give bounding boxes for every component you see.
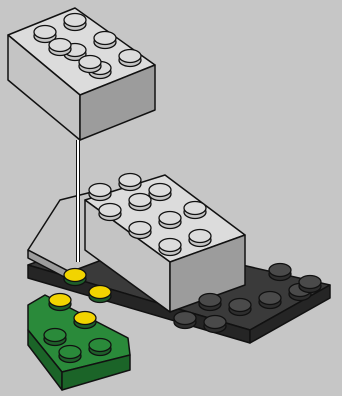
grey-stud <box>129 194 151 211</box>
stud-top <box>229 299 251 312</box>
stud-top <box>149 184 171 197</box>
stud-top <box>74 312 96 325</box>
grey-stud <box>129 222 151 239</box>
stud-top <box>99 204 121 217</box>
dark-stud <box>229 299 251 316</box>
highlighted-stud <box>89 286 111 303</box>
grey-stud <box>159 212 181 229</box>
stud-top <box>184 202 206 215</box>
green-stud <box>89 339 111 356</box>
grey-stud <box>89 184 111 201</box>
stud-top <box>204 316 226 329</box>
dark-stud <box>174 312 196 329</box>
dark-stud <box>204 316 226 333</box>
stud-top <box>79 56 101 69</box>
highlighted-stud <box>49 294 71 311</box>
grey-stud <box>49 39 71 56</box>
dark-stud <box>199 294 221 311</box>
stud-top <box>159 212 181 225</box>
stud-top <box>49 39 71 52</box>
stud-top <box>159 239 181 252</box>
green-stud <box>44 329 66 346</box>
stud-top <box>64 269 86 282</box>
grey-stud <box>79 56 101 73</box>
grey-stud <box>94 32 116 49</box>
green-stud <box>59 346 81 363</box>
stud-top <box>64 14 86 27</box>
grey-stud <box>119 50 141 67</box>
stud-top <box>49 294 71 307</box>
stud-top <box>44 329 66 342</box>
stud-top <box>129 194 151 207</box>
stud-top <box>59 346 81 359</box>
grey-stud <box>184 202 206 219</box>
highlighted-stud <box>74 312 96 329</box>
dark-stud <box>259 292 281 309</box>
grey-stud <box>159 239 181 256</box>
grey-stud <box>119 174 141 191</box>
stud-top <box>89 339 111 352</box>
stud-top <box>269 264 291 277</box>
stud-top <box>34 26 56 39</box>
stud-top <box>129 222 151 235</box>
stud-top <box>259 292 281 305</box>
stud-top <box>94 32 116 45</box>
stud-top <box>299 276 321 289</box>
stud-top <box>89 286 111 299</box>
dark-stud <box>299 276 321 293</box>
stud-top <box>89 184 111 197</box>
stud-top <box>119 174 141 187</box>
stud-top <box>189 230 211 243</box>
grey-stud <box>99 204 121 221</box>
highlighted-stud <box>64 269 86 286</box>
stud-top <box>199 294 221 307</box>
stud-top <box>119 50 141 63</box>
stud-top <box>174 312 196 325</box>
grey-stud <box>149 184 171 201</box>
dark-stud <box>269 264 291 281</box>
grey-stud <box>189 230 211 247</box>
grey-stud <box>64 14 86 31</box>
